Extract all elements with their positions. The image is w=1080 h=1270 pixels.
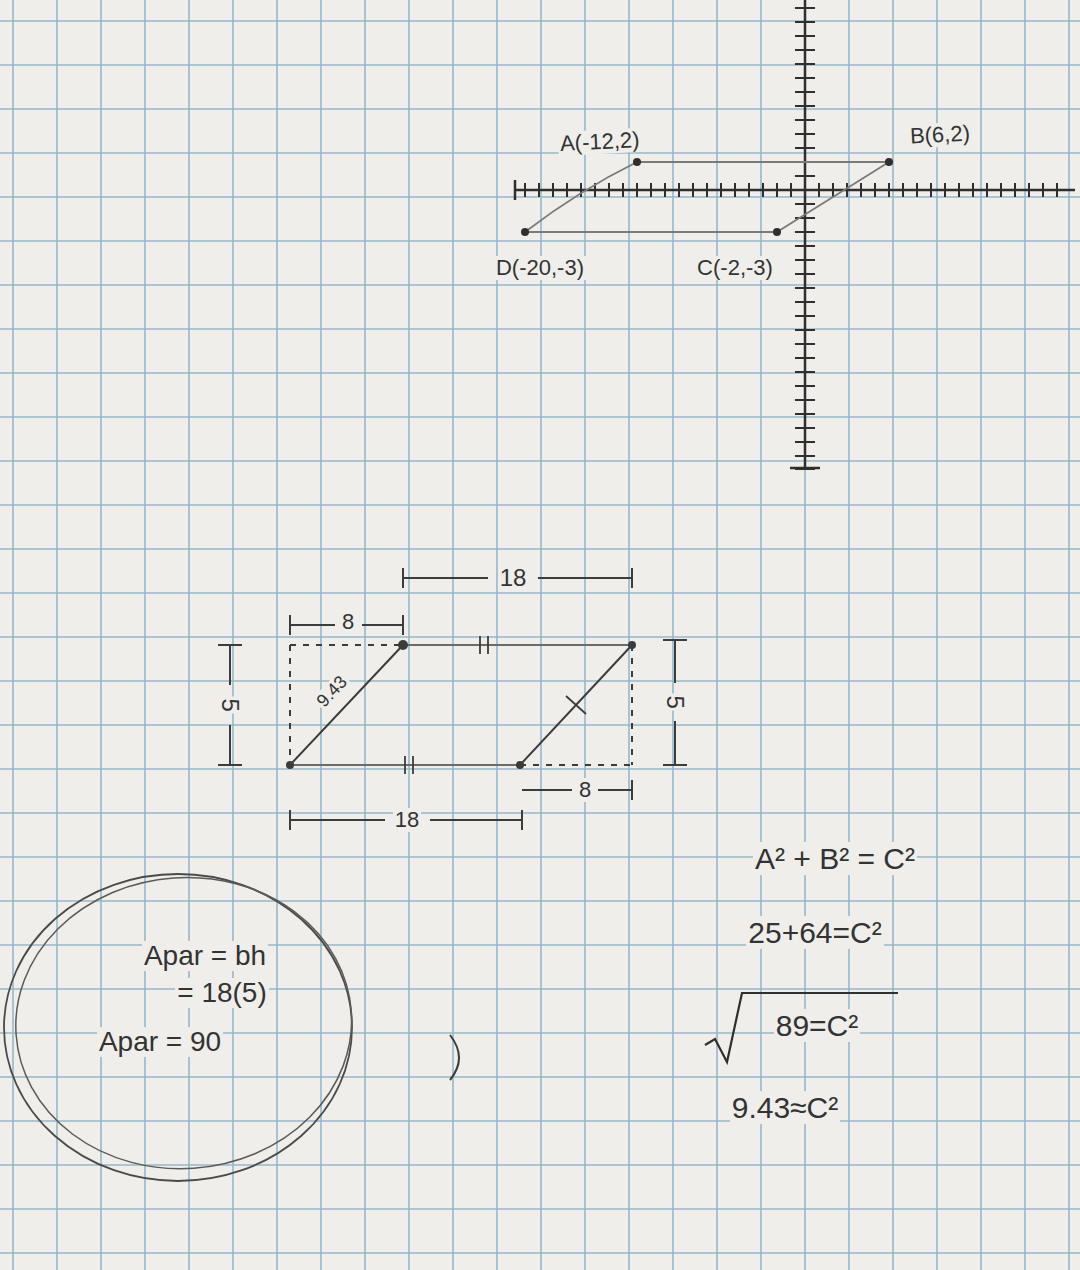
dimension-label: 8 bbox=[577, 778, 593, 802]
parallel-marks bbox=[405, 636, 586, 774]
plotted-parallelogram bbox=[525, 162, 889, 232]
coordinate-axes bbox=[515, 0, 1075, 470]
dimension-label: 5 bbox=[217, 696, 243, 713]
radical-sign bbox=[705, 993, 898, 1062]
formula-line: Apar = bh bbox=[142, 941, 268, 972]
axis-ticks bbox=[515, 183, 1060, 197]
point-label: C(-2,-3) bbox=[695, 256, 775, 280]
circled-answer: Apar = bh = 18(5) Apar = 90 bbox=[0, 870, 356, 1185]
height-guide bbox=[290, 645, 632, 765]
pencil-mark bbox=[450, 1035, 459, 1080]
equation-line: 25+64=C² bbox=[746, 916, 883, 949]
dimension-label: 18 bbox=[393, 808, 421, 832]
dimension-bar bbox=[218, 568, 687, 830]
dimension-label: 8 bbox=[340, 610, 356, 634]
point-label: A(-12,2) bbox=[558, 128, 643, 157]
formula-line: Apar = 90 bbox=[97, 1027, 223, 1058]
equation-line: A² + B² = C² bbox=[753, 842, 917, 875]
formula-line: = 18(5) bbox=[175, 978, 269, 1009]
dimension-label: 5 bbox=[662, 693, 688, 710]
point-label: D(-20,-3) bbox=[494, 256, 586, 280]
dimension-label: 18 bbox=[498, 565, 529, 591]
axis-ticks bbox=[795, 0, 815, 470]
equation-line: 89=C² bbox=[774, 1009, 861, 1042]
equation-line: 9.43≈C² bbox=[730, 1091, 841, 1124]
plot-point bbox=[521, 158, 893, 236]
point-label: B(6,2) bbox=[907, 121, 972, 148]
vertex-dot bbox=[286, 640, 636, 769]
parallelogram-sketch bbox=[290, 645, 632, 765]
